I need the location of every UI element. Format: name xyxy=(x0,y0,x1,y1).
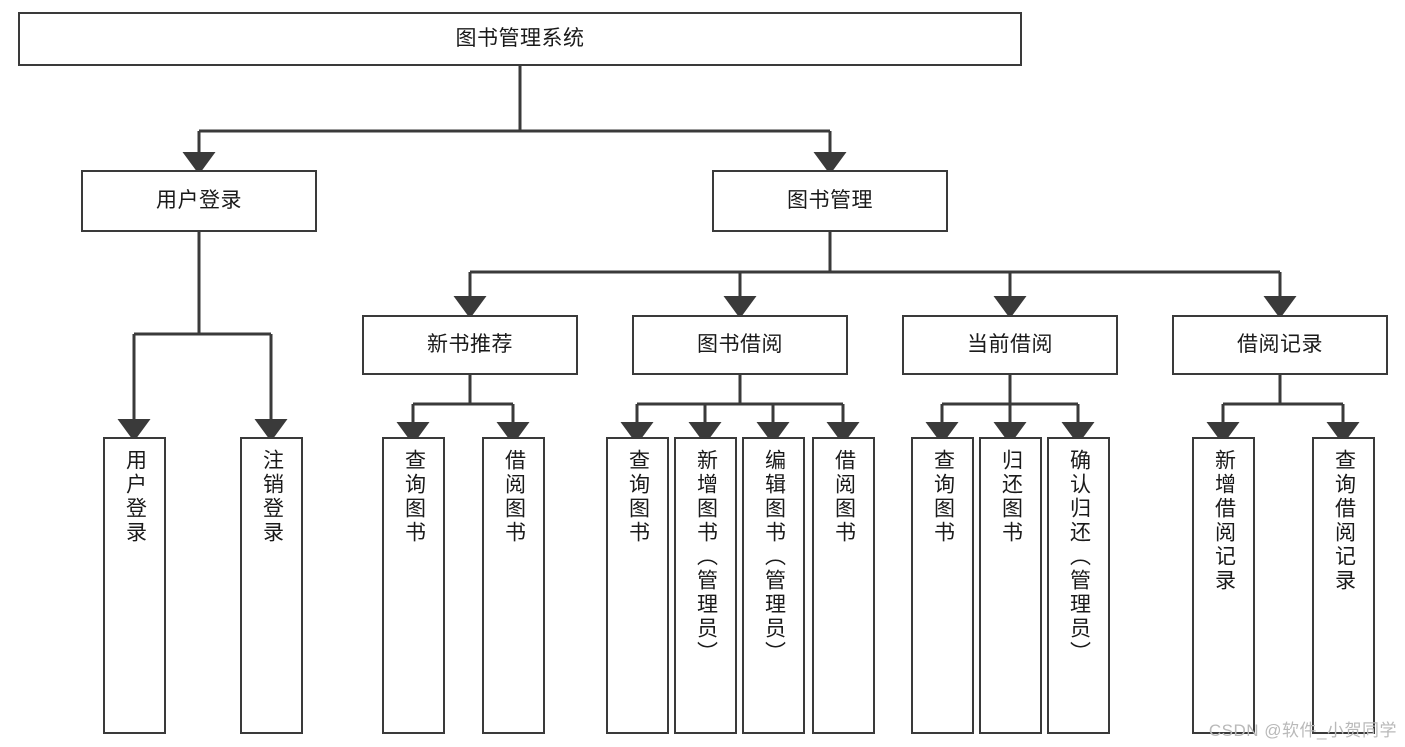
leaf-current-return-book[interactable]: 归还图书 xyxy=(979,437,1042,734)
leaf-record-query-record[interactable]: 查询借阅记录 xyxy=(1312,437,1375,734)
leaf-label: 新增图书（管理员） xyxy=(694,449,718,665)
leaf-label: 查询图书 xyxy=(931,449,955,545)
node-current-borrow[interactable]: 当前借阅 xyxy=(902,315,1118,375)
leaf-label: 查询图书 xyxy=(626,449,650,545)
node-new-book-recommend[interactable]: 新书推荐 xyxy=(362,315,578,375)
node-book-management-label: 图书管理 xyxy=(787,189,873,213)
leaf-borrow-edit-book-admin[interactable]: 编辑图书（管理员） xyxy=(742,437,805,734)
leaf-label: 归还图书 xyxy=(999,449,1023,545)
watermark: CSDN @软件_小贺同学 xyxy=(1208,721,1397,740)
node-user-login-label: 用户登录 xyxy=(156,189,242,213)
leaf-borrow-query-book[interactable]: 查询图书 xyxy=(606,437,669,734)
node-book-borrow[interactable]: 图书借阅 xyxy=(632,315,848,375)
leaf-user-login-logout[interactable]: 注销登录 xyxy=(240,437,303,734)
node-book-management[interactable]: 图书管理 xyxy=(712,170,948,232)
leaf-user-login-login[interactable]: 用户登录 xyxy=(103,437,166,734)
node-root[interactable]: 图书管理系统 xyxy=(18,12,1022,66)
leaf-recommend-borrow-book[interactable]: 借阅图书 xyxy=(482,437,545,734)
leaf-borrow-borrow-book[interactable]: 借阅图书 xyxy=(812,437,875,734)
node-current-borrow-label: 当前借阅 xyxy=(967,333,1053,357)
leaf-label: 新增借阅记录 xyxy=(1212,449,1236,593)
node-borrow-record[interactable]: 借阅记录 xyxy=(1172,315,1388,375)
leaf-current-confirm-return-admin[interactable]: 确认归还（管理员） xyxy=(1047,437,1110,734)
leaf-label: 注销登录 xyxy=(260,449,284,545)
leaf-borrow-add-book-admin[interactable]: 新增图书（管理员） xyxy=(674,437,737,734)
leaf-label: 借阅图书 xyxy=(832,449,856,545)
leaf-label: 编辑图书（管理员） xyxy=(762,449,786,665)
leaf-label: 确认归还（管理员） xyxy=(1067,449,1091,665)
node-new-book-recommend-label: 新书推荐 xyxy=(427,333,513,357)
leaf-label: 查询借阅记录 xyxy=(1332,449,1356,593)
leaf-label: 查询图书 xyxy=(402,449,426,545)
leaf-label: 借阅图书 xyxy=(502,449,526,545)
leaf-recommend-query-book[interactable]: 查询图书 xyxy=(382,437,445,734)
leaf-current-query-book[interactable]: 查询图书 xyxy=(911,437,974,734)
node-user-login[interactable]: 用户登录 xyxy=(81,170,317,232)
leaf-label: 用户登录 xyxy=(123,449,147,545)
node-book-borrow-label: 图书借阅 xyxy=(697,333,783,357)
leaf-record-add-record[interactable]: 新增借阅记录 xyxy=(1192,437,1255,734)
node-root-label: 图书管理系统 xyxy=(455,27,585,51)
node-borrow-record-label: 借阅记录 xyxy=(1237,333,1323,357)
